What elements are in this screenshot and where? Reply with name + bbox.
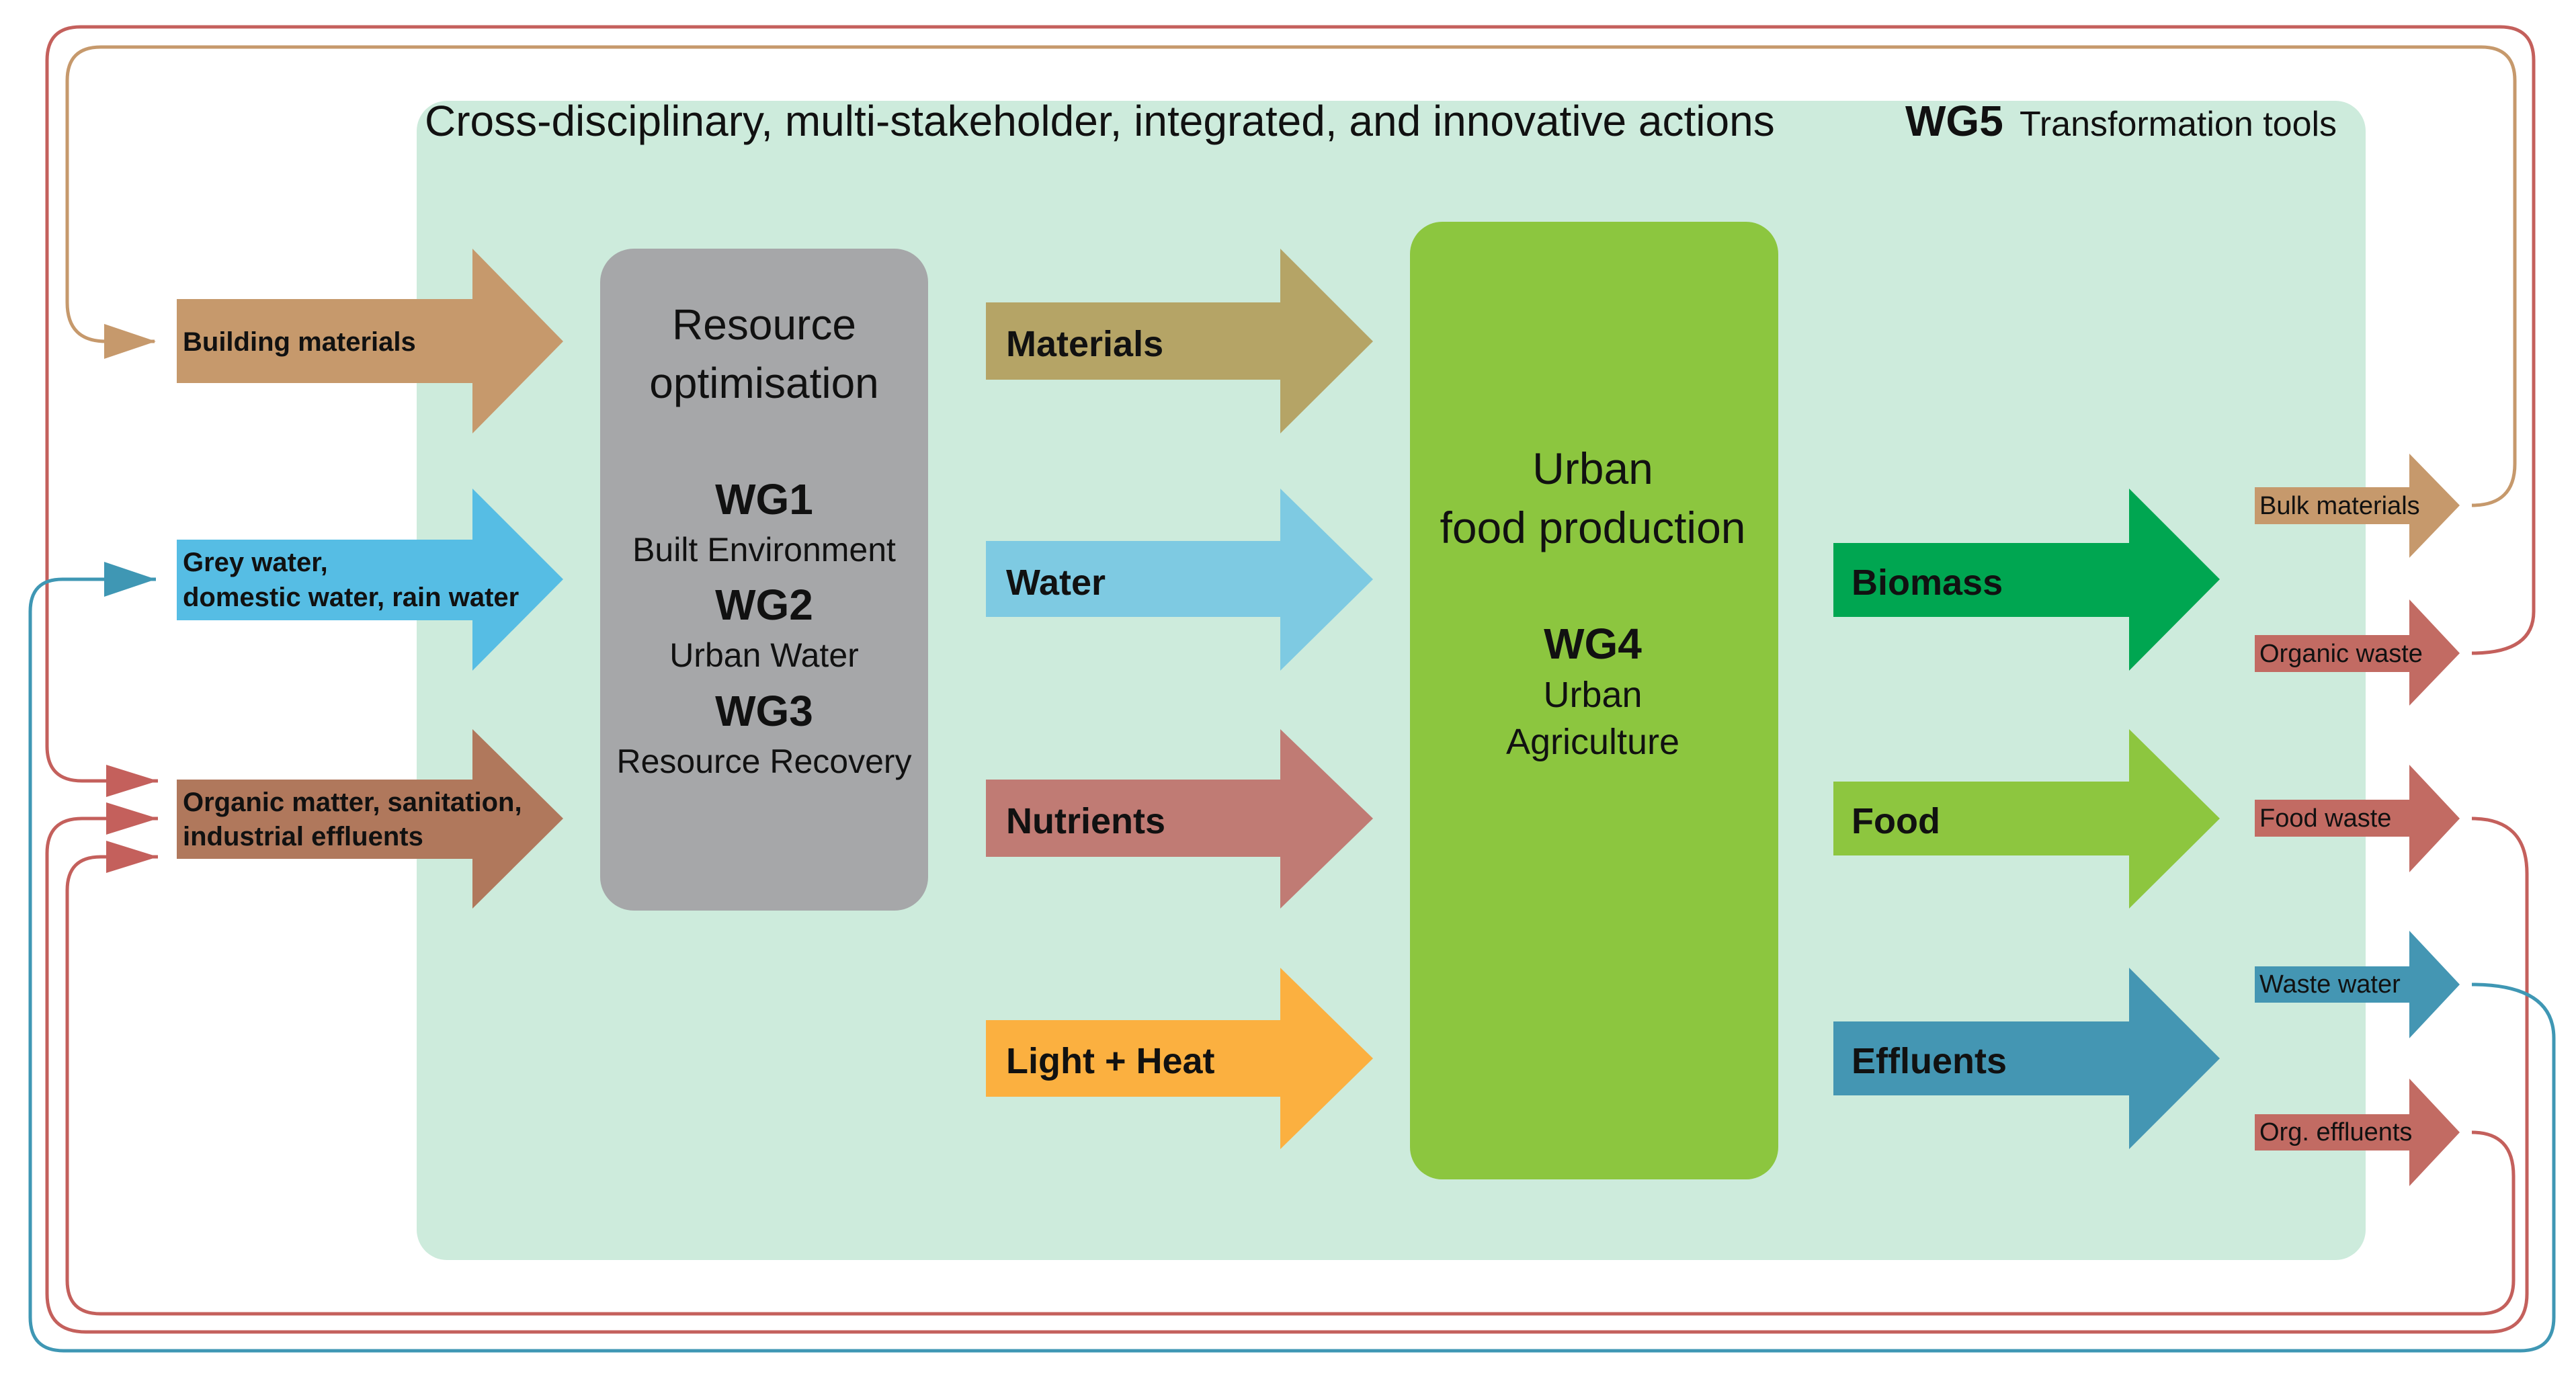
wg1-code: WG1 bbox=[715, 475, 813, 524]
flow-nutrients: Nutrients bbox=[986, 729, 1373, 909]
return-bulk-materials: Bulk materials bbox=[2255, 454, 2460, 558]
output-label: Biomass bbox=[1852, 562, 2003, 603]
header-title: Cross-disciplinary, multi-stakeholder, i… bbox=[425, 97, 1775, 145]
arrow-shape bbox=[986, 489, 1373, 671]
return-label: Bulk materials bbox=[2259, 492, 2420, 520]
arrowhead-organic-2 bbox=[106, 802, 158, 835]
input-label-line2: industrial effluents bbox=[183, 822, 423, 851]
food-box-shape bbox=[1410, 222, 1778, 1179]
optimisation-title-line2: optimisation bbox=[649, 359, 879, 407]
arrow-shape bbox=[1833, 489, 2220, 671]
flow-water: Water bbox=[986, 489, 1373, 671]
output-label: Food bbox=[1852, 801, 1940, 841]
wg4-name-line2: Agriculture bbox=[1506, 722, 1679, 762]
output-biomass: Biomass bbox=[1833, 489, 2220, 671]
wg5-code: WG5 bbox=[1905, 97, 2003, 145]
arrow-shape bbox=[986, 249, 1373, 433]
loop-org-effluents bbox=[65, 855, 2516, 1316]
loop-organic-waste bbox=[45, 25, 2536, 783]
arrow-shape bbox=[177, 729, 563, 909]
input-label-line2: domestic water, rain water bbox=[183, 583, 519, 612]
input-grey-water: Grey water, domestic water, rain water bbox=[177, 489, 563, 671]
wg2-name: Urban Water bbox=[669, 636, 859, 674]
arrow-shape bbox=[2255, 454, 2460, 558]
arrowhead-grey-water bbox=[104, 562, 156, 597]
arrow-shape bbox=[2255, 765, 2460, 872]
arrow-shape bbox=[2255, 599, 2460, 706]
input-building-materials: Building materials bbox=[177, 249, 563, 433]
optimisation-title-line1: Resource bbox=[672, 300, 856, 349]
loop-waste-water bbox=[28, 577, 2556, 1353]
return-organic-waste: Organic waste bbox=[2255, 599, 2460, 706]
arrowhead-organic-1 bbox=[106, 765, 158, 797]
output-arrows: Biomass Food Effluents bbox=[1833, 489, 2220, 1149]
return-label: Food waste bbox=[2259, 804, 2391, 833]
input-label-line1: Grey water, bbox=[183, 548, 328, 577]
urban-food-production-box: Urban food production WG4 Urban Agricult… bbox=[1410, 222, 1778, 1179]
optimisation-box-shape bbox=[600, 249, 928, 911]
return-label: Org. effluents bbox=[2259, 1118, 2412, 1146]
input-arrows: Building materials Grey water, domestic … bbox=[177, 249, 563, 909]
wg3-name: Resource Recovery bbox=[616, 743, 911, 780]
feedback-loops bbox=[28, 25, 2556, 1353]
arrow-shape bbox=[2255, 931, 2460, 1038]
wg2-code: WG2 bbox=[715, 581, 813, 629]
output-label: Effluents bbox=[1852, 1041, 2007, 1081]
return-label: Organic waste bbox=[2259, 640, 2423, 668]
output-effluents: Effluents bbox=[1833, 968, 2220, 1149]
arrow-shape bbox=[1833, 968, 2220, 1149]
flow-materials: Materials bbox=[986, 249, 1373, 433]
wg5-label: Transformation tools bbox=[2020, 105, 2337, 144]
arrow-shape bbox=[2255, 1079, 2460, 1186]
resource-optimisation-box: Resource optimisation WG1 Built Environm… bbox=[600, 249, 928, 911]
return-arrows: Bulk materials Organic waste Food waste … bbox=[2255, 454, 2460, 1186]
wg3-code: WG3 bbox=[715, 687, 813, 735]
arrow-shape bbox=[1833, 729, 2220, 909]
middle-flow-arrows: Materials Water Nutrients Light + Heat bbox=[986, 249, 1373, 1149]
loop-bulk-materials bbox=[65, 45, 2517, 507]
wg4-code: WG4 bbox=[1544, 620, 1642, 668]
flow-label: Water bbox=[1006, 562, 1106, 603]
wg1-name: Built Environment bbox=[632, 531, 896, 569]
arrow-shape bbox=[986, 968, 1373, 1149]
flow-light-heat: Light + Heat bbox=[986, 968, 1373, 1149]
flow-label: Nutrients bbox=[1006, 801, 1165, 841]
return-waste-water: Waste water bbox=[2255, 931, 2460, 1038]
flow-label: Light + Heat bbox=[1006, 1041, 1215, 1081]
input-label-line1: Organic matter, sanitation, bbox=[183, 788, 522, 817]
arrow-shape bbox=[177, 249, 563, 433]
arrow-shape bbox=[177, 489, 563, 671]
return-label: Waste water bbox=[2259, 970, 2401, 999]
input-organic-matter: Organic matter, sanitation, industrial e… bbox=[177, 729, 563, 909]
loop-food-waste bbox=[45, 817, 2529, 1334]
arrowhead-organic-3 bbox=[106, 841, 158, 873]
output-food: Food bbox=[1833, 729, 2220, 909]
flow-label: Materials bbox=[1006, 324, 1163, 364]
return-food-waste: Food waste bbox=[2255, 765, 2460, 872]
wg4-name-line1: Urban bbox=[1543, 675, 1642, 715]
arrowhead-building bbox=[104, 324, 156, 359]
food-title-line2: food production bbox=[1440, 503, 1745, 552]
loop-arrowheads bbox=[104, 324, 158, 873]
food-title-line1: Urban bbox=[1532, 444, 1653, 493]
input-label: Building materials bbox=[183, 327, 416, 357]
return-org-effluents: Org. effluents bbox=[2255, 1079, 2460, 1186]
arrow-shape bbox=[986, 729, 1373, 909]
